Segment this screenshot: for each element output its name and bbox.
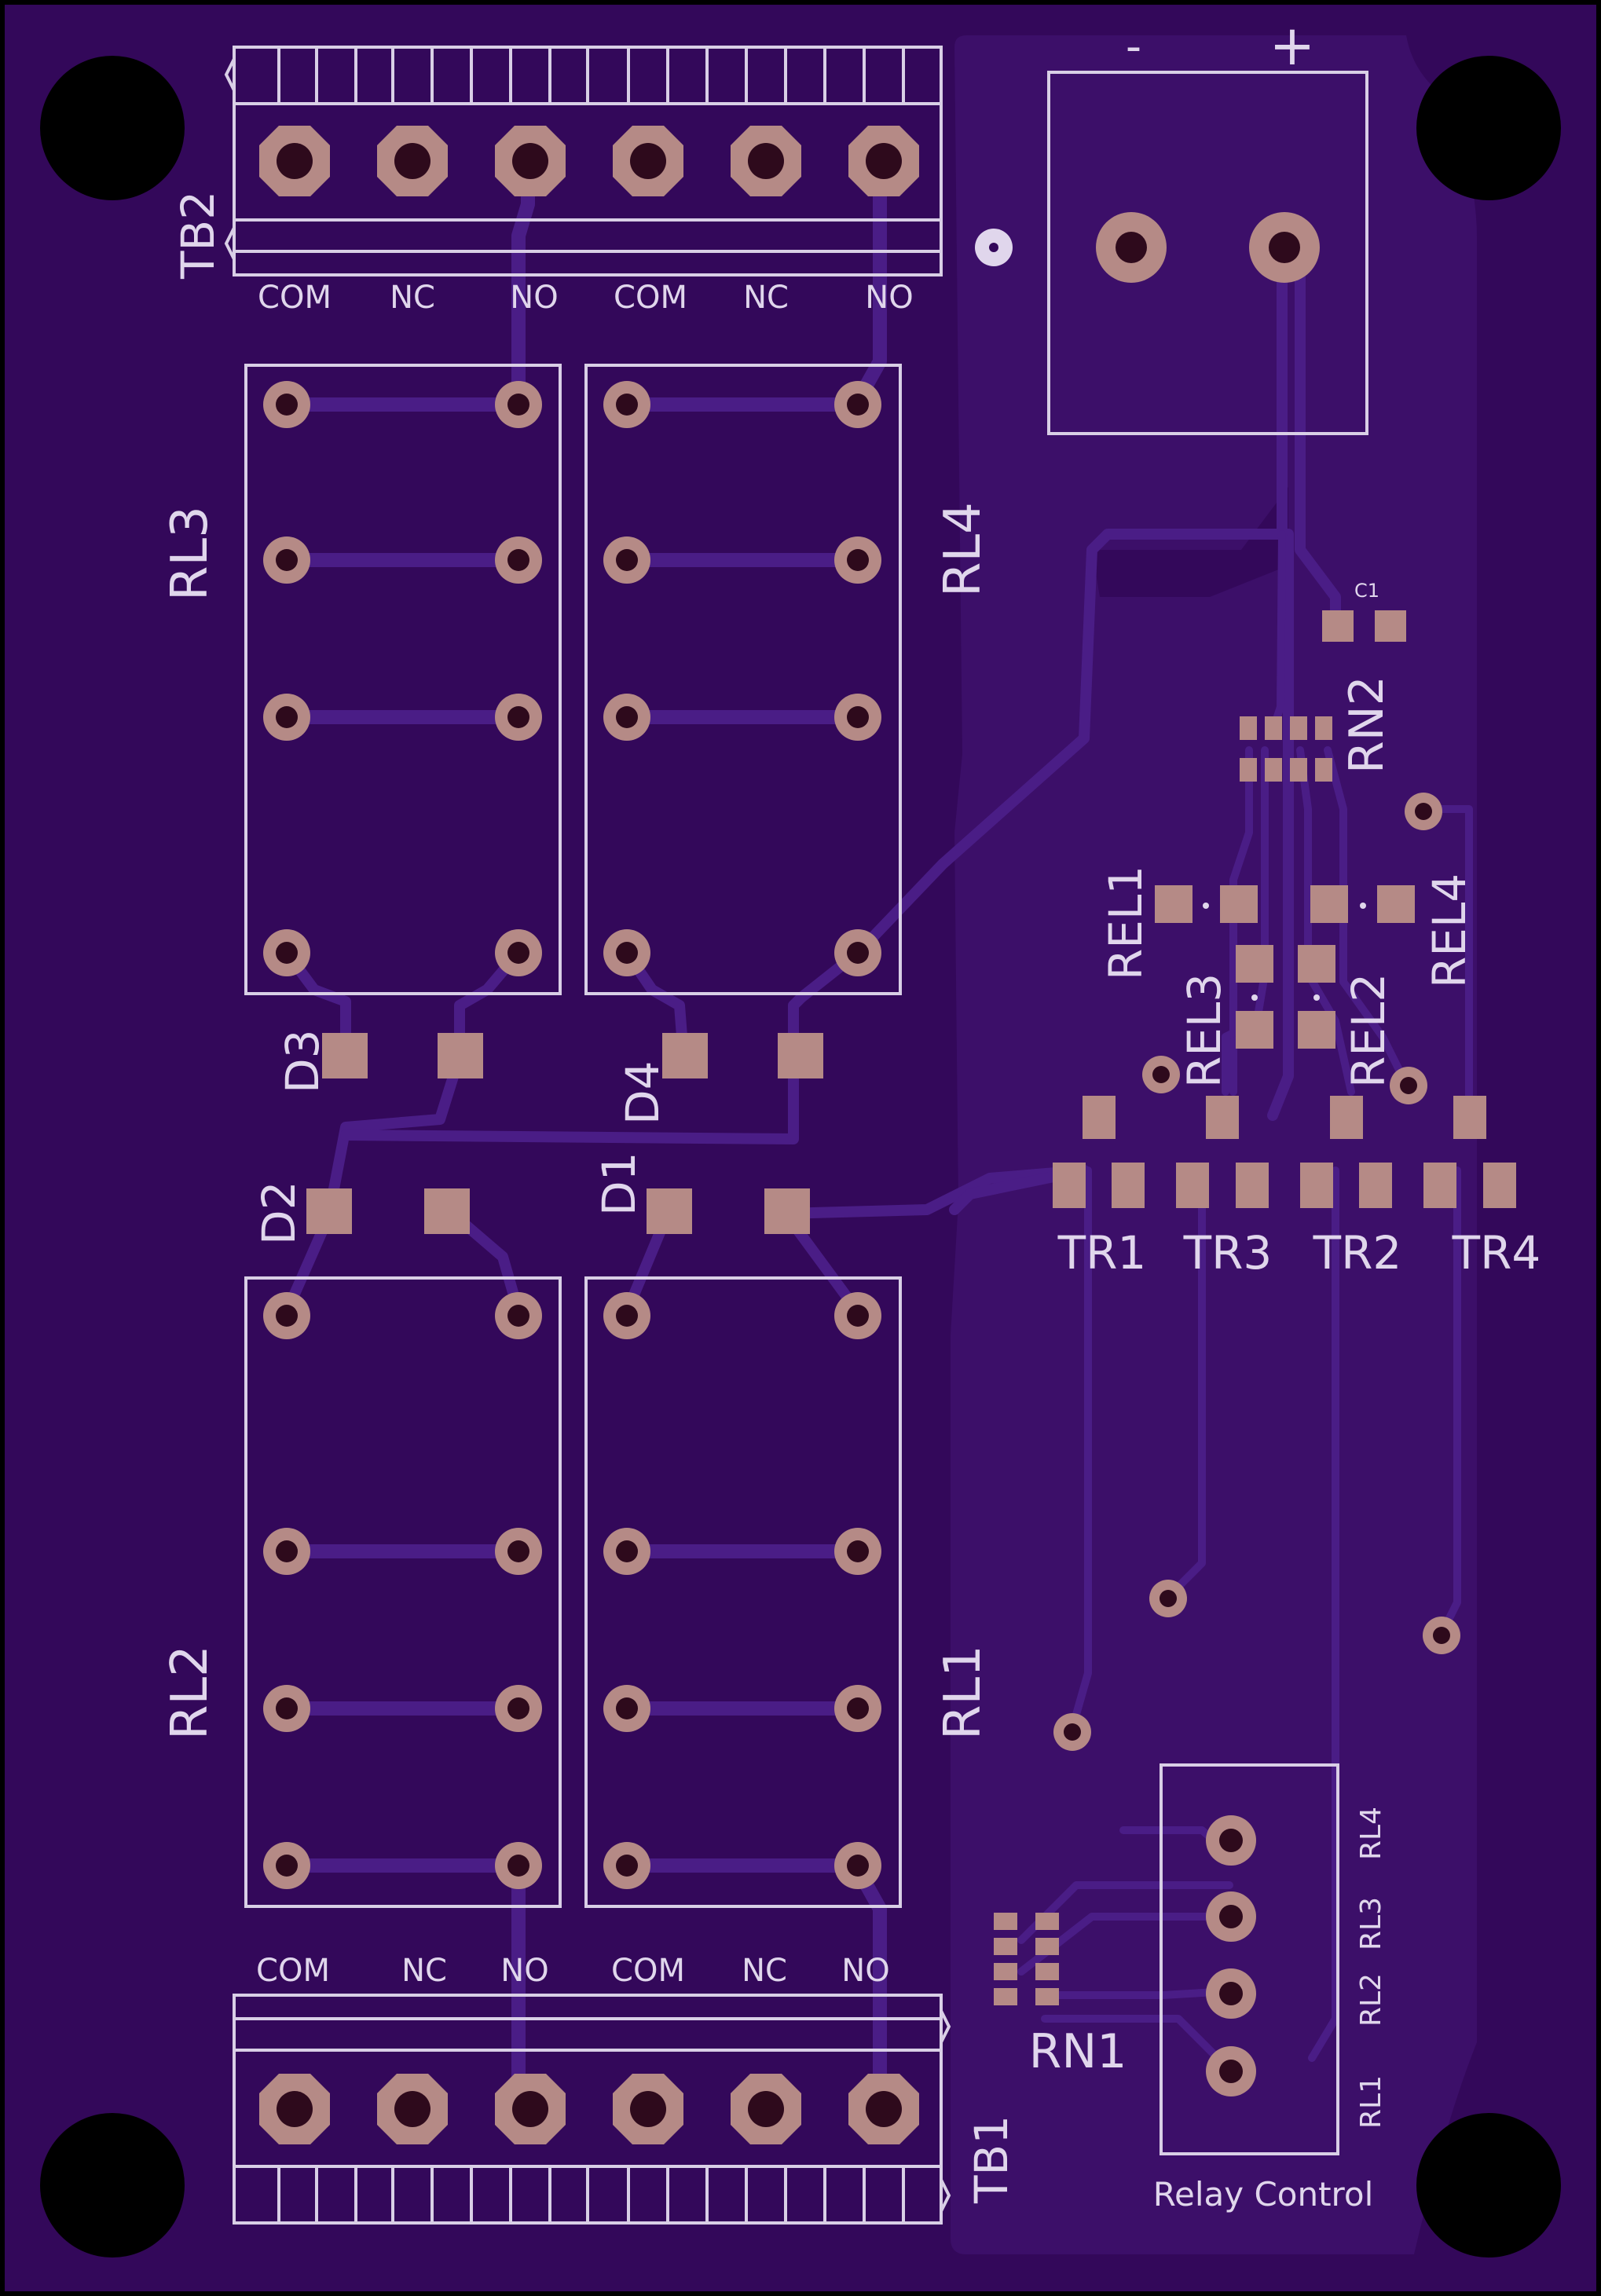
led-rel3: REL3 [1178,945,1273,1088]
tb2-label-nc-1: NC [390,280,435,316]
header-pin-label-rl1: RL1 [1355,2075,1387,2129]
tb1-label-com-2: COM [611,1953,685,1989]
rl3-ref-label: RL3 [161,506,219,601]
tb2-label-com-2: COM [614,280,687,316]
rl1-ref-label: RL1 [934,1645,992,1740]
diode-d3: D3 [276,1029,483,1093]
tb2-label-nc-2: NC [743,280,789,316]
led-rel1: REL1 [1099,866,1258,980]
vias [1053,793,1460,1751]
tr3-ref-label: TR3 [1183,1226,1273,1280]
rn2-ref-label: RN2 [1339,676,1394,774]
mount-hole-bottom-left [40,2113,185,2258]
power-connector: - + [1047,13,1368,435]
diode-d4: D4 [616,1033,823,1125]
tr4-ref-label: TR4 [1452,1226,1541,1280]
tr1-ref-label: TR1 [1057,1226,1147,1280]
c1-ref-label: C1 [1354,580,1379,602]
tb2-label-no-1: NO [510,280,558,316]
power-plus-label: + [1269,13,1316,78]
rl4-ref-label: RL4 [934,502,992,597]
d4-ref-label: D4 [616,1060,669,1125]
relay-rl1: RL1 [584,1276,992,1908]
rel4-ref-label: REL4 [1423,873,1476,988]
d3-ref-label: D3 [276,1029,329,1093]
tb1-label-nc-1: NC [401,1953,447,1989]
rel2-ref-label: REL2 [1342,973,1395,1088]
tb2-label-com-1: COM [258,280,332,316]
header-pin-label-rl2: RL2 [1355,1973,1387,2027]
led-rel4: REL4 [1423,873,1476,988]
transistor-tr2: TR2 [1300,1096,1401,1280]
tb2-label-no-2: NO [865,280,913,316]
tb1-label-no-1: NO [500,1953,548,1989]
rel1-ref-label: REL1 [1099,866,1152,980]
transistor-tr1: TR1 [1053,1096,1146,1280]
rel3-ref-label: REL3 [1178,973,1231,1088]
diode-d2: D2 [252,1181,470,1245]
diode-d1: D1 [592,1152,810,1234]
relay-control-header: RL4 RL3 RL2 RL1 Relay Control [1153,1763,1387,2214]
transistor-tr3: TR3 [1176,1096,1272,1280]
mount-hole-top-right [1416,56,1561,200]
header-title-label: Relay Control [1153,2175,1374,2214]
relay-rl3: RL3 [161,364,562,995]
tr2-ref-label: TR2 [1313,1226,1402,1280]
mount-hole-bottom-right [1416,2113,1561,2258]
capacitor-c1: C1 [1322,580,1406,642]
copper-pour-notch [1092,487,1288,597]
tb1-label-no-2: NO [841,1953,889,1989]
header-pin-label-rl3: RL3 [1355,1897,1387,1950]
tb2-ref-label: TB2 [171,191,225,280]
rl2-ref-label: RL2 [161,1645,219,1740]
mount-hole-top-left [40,56,185,200]
transistor-tr4: TR4 [1423,1096,1541,1280]
terminal-block-tb1: COM NC NO COM NC NO TB1 [233,1953,1018,2225]
rn1-ref-label: RN1 [1029,2024,1127,2079]
power-minus-label: - [1126,21,1141,72]
relay-rl4: RL4 [584,364,992,995]
d1-ref-label: D1 [592,1152,646,1216]
tb1-pads [259,2074,919,2144]
led-rel2: REL2 [1298,885,1415,1088]
terminal-block-tb2: TB2 COM NC NO COM NC NO [171,46,943,316]
resistor-network-rn1: RN1 [994,1913,1127,2079]
tb1-ref-label: TB1 [965,2115,1018,2204]
header-pin-label-rl4: RL4 [1355,1807,1387,1860]
traces [280,154,1473,2112]
tb2-pads [259,126,919,196]
tb1-label-com-1: COM [256,1953,330,1989]
relay-rl2: RL2 [161,1276,562,1908]
resistor-network-rn2: RN2 [1240,676,1394,782]
d2-ref-label: D2 [252,1181,306,1245]
tb1-label-nc-2: NC [742,1953,787,1989]
